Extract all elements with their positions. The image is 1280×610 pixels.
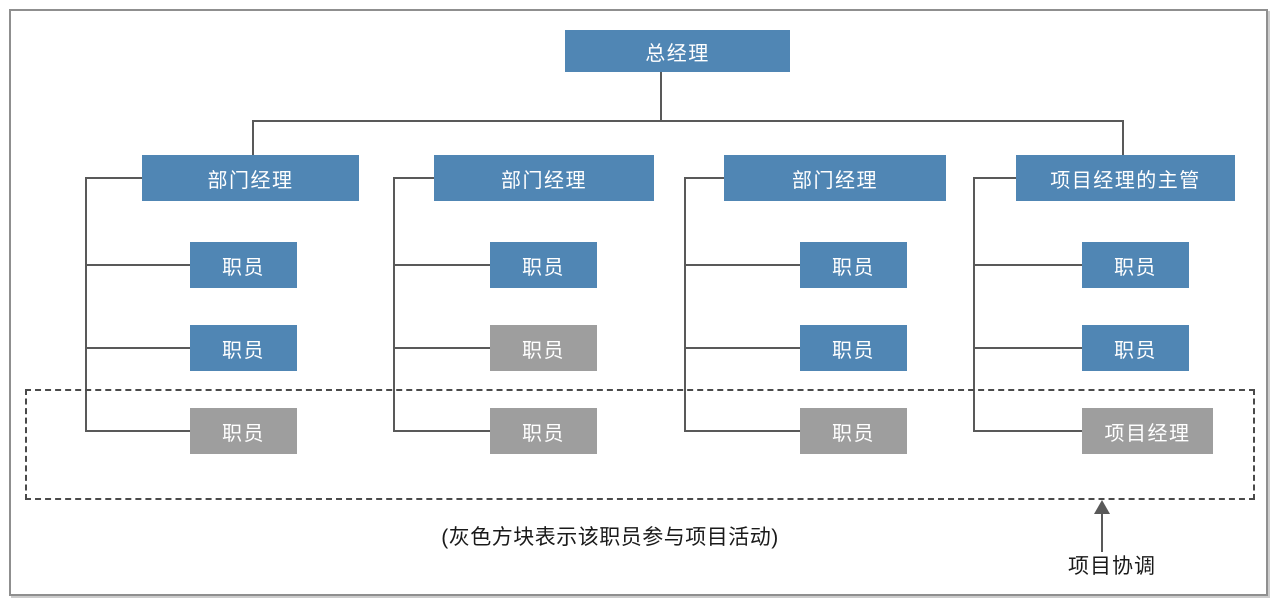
connector-spine-2	[393, 177, 395, 432]
node-label: 职员	[222, 256, 265, 279]
connector-manager2-stub	[393, 177, 434, 179]
node-label: 部门经理	[207, 169, 294, 192]
connector-spine-1	[85, 177, 87, 432]
node-staff: 职员	[1082, 325, 1189, 371]
connector-child	[973, 430, 1082, 432]
node-staff: 职员	[190, 242, 297, 288]
connector-top-rail	[252, 120, 1124, 122]
connector-rail-to-manager-4	[1122, 120, 1124, 155]
figure-caption: (灰色方块表示该职员参与项目活动)	[441, 526, 779, 549]
connector-child	[684, 347, 800, 349]
node-staff: 职员	[1082, 242, 1189, 288]
connector-child	[85, 264, 190, 266]
node-label: 职员	[222, 339, 265, 362]
node-staff: 职员	[800, 325, 907, 371]
node-staff-project-participant: 职员	[490, 325, 597, 371]
connector-child	[85, 347, 190, 349]
connector-child	[973, 347, 1082, 349]
node-department-manager-1: 部门经理	[142, 155, 359, 201]
node-department-manager-3: 部门经理	[724, 155, 946, 201]
connector-child	[85, 430, 190, 432]
connector-root-drop	[660, 72, 662, 121]
connector-child	[393, 264, 490, 266]
node-staff: 职员	[190, 325, 297, 371]
node-label: 职员	[832, 339, 875, 362]
node-staff-project-participant: 职员	[190, 408, 297, 454]
connector-child	[684, 430, 800, 432]
connector-spine-3	[684, 177, 686, 432]
node-label: 职员	[522, 256, 565, 279]
connector-rail-to-manager-1	[252, 120, 254, 155]
node-project-manager-supervisor: 项目经理的主管	[1016, 155, 1235, 201]
node-project-manager: 项目经理	[1082, 408, 1213, 454]
node-staff-project-participant: 职员	[800, 408, 907, 454]
connector-child	[393, 347, 490, 349]
arrow-up-icon	[1094, 500, 1110, 514]
connector-manager4-stub	[973, 177, 1016, 179]
node-label: 职员	[1114, 256, 1157, 279]
node-staff: 职员	[800, 242, 907, 288]
figure-border-frame	[9, 9, 1268, 596]
node-department-manager-2: 部门经理	[434, 155, 654, 201]
node-label: 职员	[522, 422, 565, 445]
project-activity-dashed-region	[25, 389, 1255, 500]
node-label: 部门经理	[501, 169, 587, 192]
node-label: 职员	[832, 422, 875, 445]
arrow-line	[1101, 512, 1103, 552]
node-label: 项目经理	[1104, 422, 1191, 445]
connector-child	[393, 430, 490, 432]
connector-manager3-stub	[684, 177, 724, 179]
node-label: 职员	[832, 256, 875, 279]
node-staff: 职员	[490, 242, 597, 288]
node-label: 职员	[522, 339, 565, 362]
project-coordination-label: 项目协调	[1068, 555, 1156, 578]
connector-child	[684, 264, 800, 266]
connector-child	[973, 264, 1082, 266]
connector-manager1-stub	[85, 177, 142, 179]
node-label: 项目经理的主管	[1050, 169, 1201, 192]
node-label: 部门经理	[792, 169, 878, 192]
node-general-manager: 总经理	[565, 30, 790, 72]
node-label: 职员	[222, 422, 265, 445]
node-label: 总经理	[645, 42, 710, 65]
node-label: 职员	[1114, 339, 1157, 362]
connector-spine-4	[973, 177, 975, 432]
node-staff-project-participant: 职员	[490, 408, 597, 454]
